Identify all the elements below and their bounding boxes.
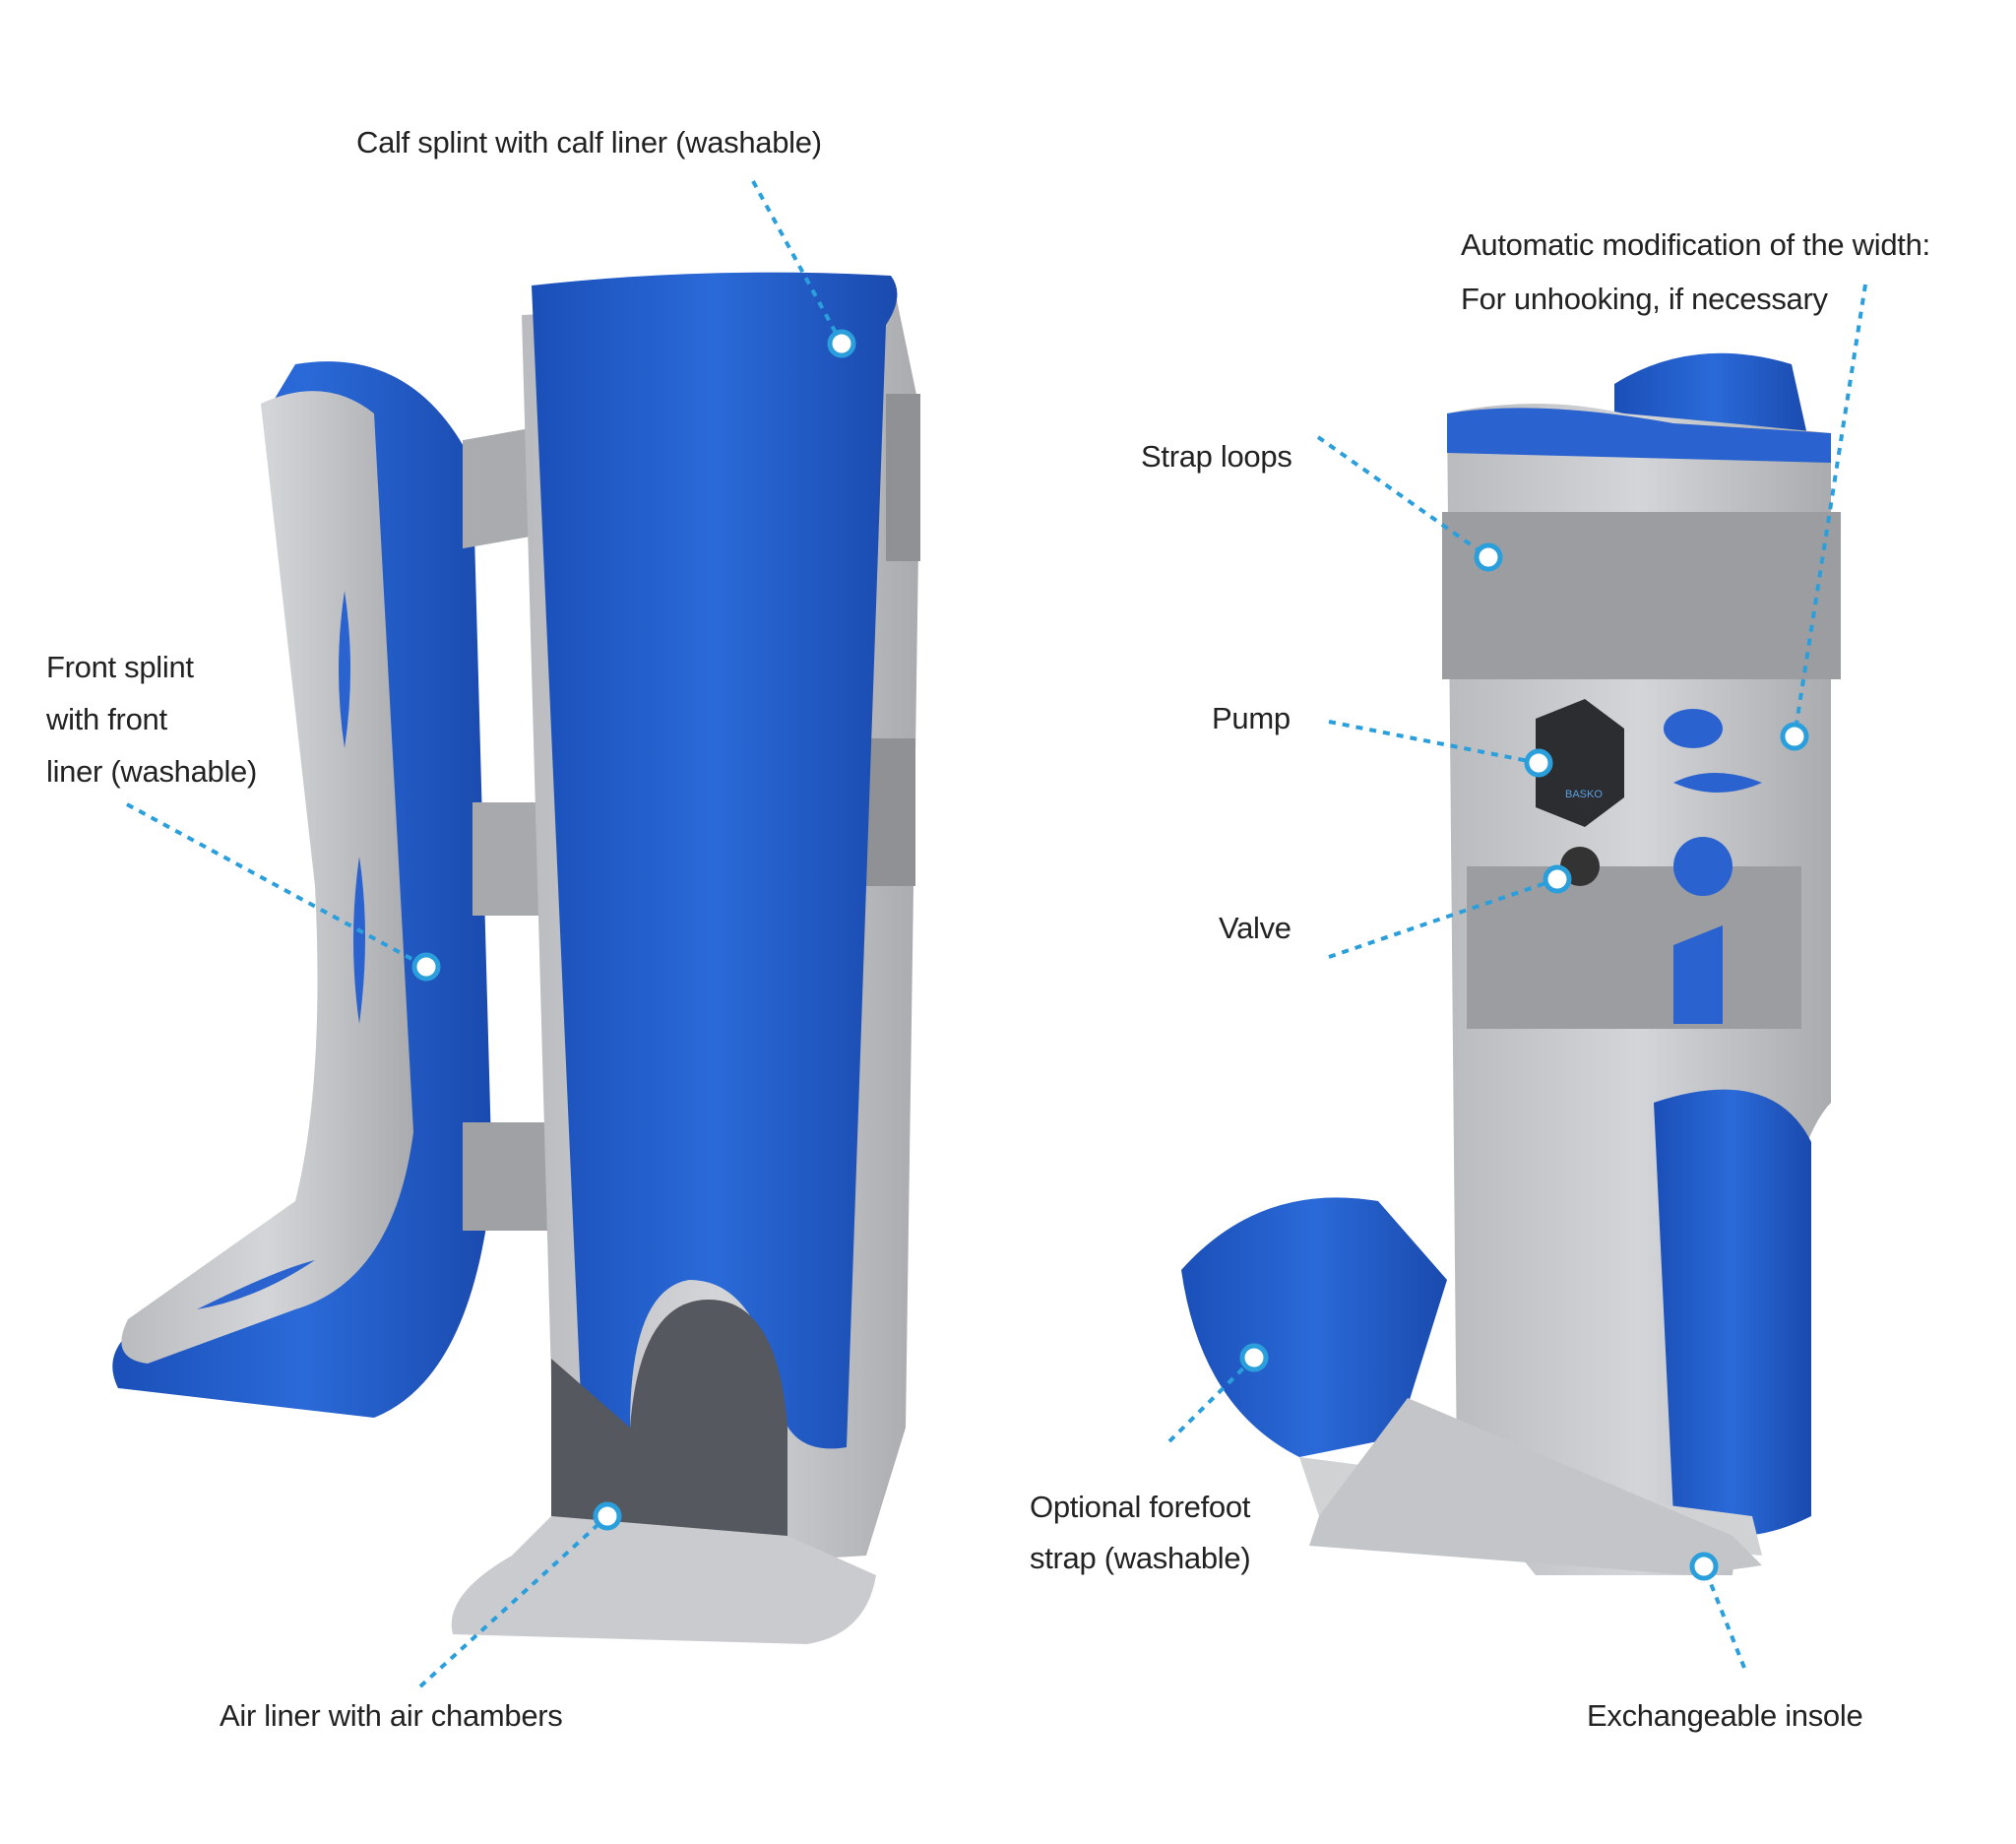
label-insole: Exchangeable insole	[1587, 1698, 1863, 1733]
label-strap-loops: Strap loops	[1141, 439, 1292, 474]
walker-boot: BASKO	[1181, 352, 1841, 1575]
label-forefoot-strap-1: Optional forefoot	[1030, 1490, 1251, 1524]
leader-lines	[126, 180, 1867, 1688]
label-valve: Valve	[1219, 911, 1292, 945]
label-air-liner: Air liner with air chambers	[220, 1698, 563, 1733]
pump	[1536, 699, 1624, 827]
label-automatic-width-2: For unhooking, if necessary	[1461, 282, 1828, 316]
label-automatic-width-1: Automatic modification of the width:	[1461, 227, 1930, 262]
label-forefoot-strap-2: strap (washable)	[1030, 1541, 1251, 1575]
label-front-splint-1: Front splint	[46, 650, 194, 684]
calf-splint	[451, 272, 920, 1644]
forefoot-strap	[1181, 1197, 1447, 1457]
label-front-splint-2: with front	[46, 702, 167, 736]
label-calf-splint: Calf splint with calf liner (washable)	[356, 125, 822, 159]
upper-strap	[1442, 512, 1841, 679]
label-front-splint-3: liner (washable)	[46, 754, 258, 789]
pump-brand: BASKO	[1565, 789, 1603, 800]
callout-dots	[411, 329, 1809, 1581]
label-pump: Pump	[1212, 701, 1291, 735]
front-splint	[112, 361, 493, 1419]
lower-strap	[1467, 866, 1801, 1029]
